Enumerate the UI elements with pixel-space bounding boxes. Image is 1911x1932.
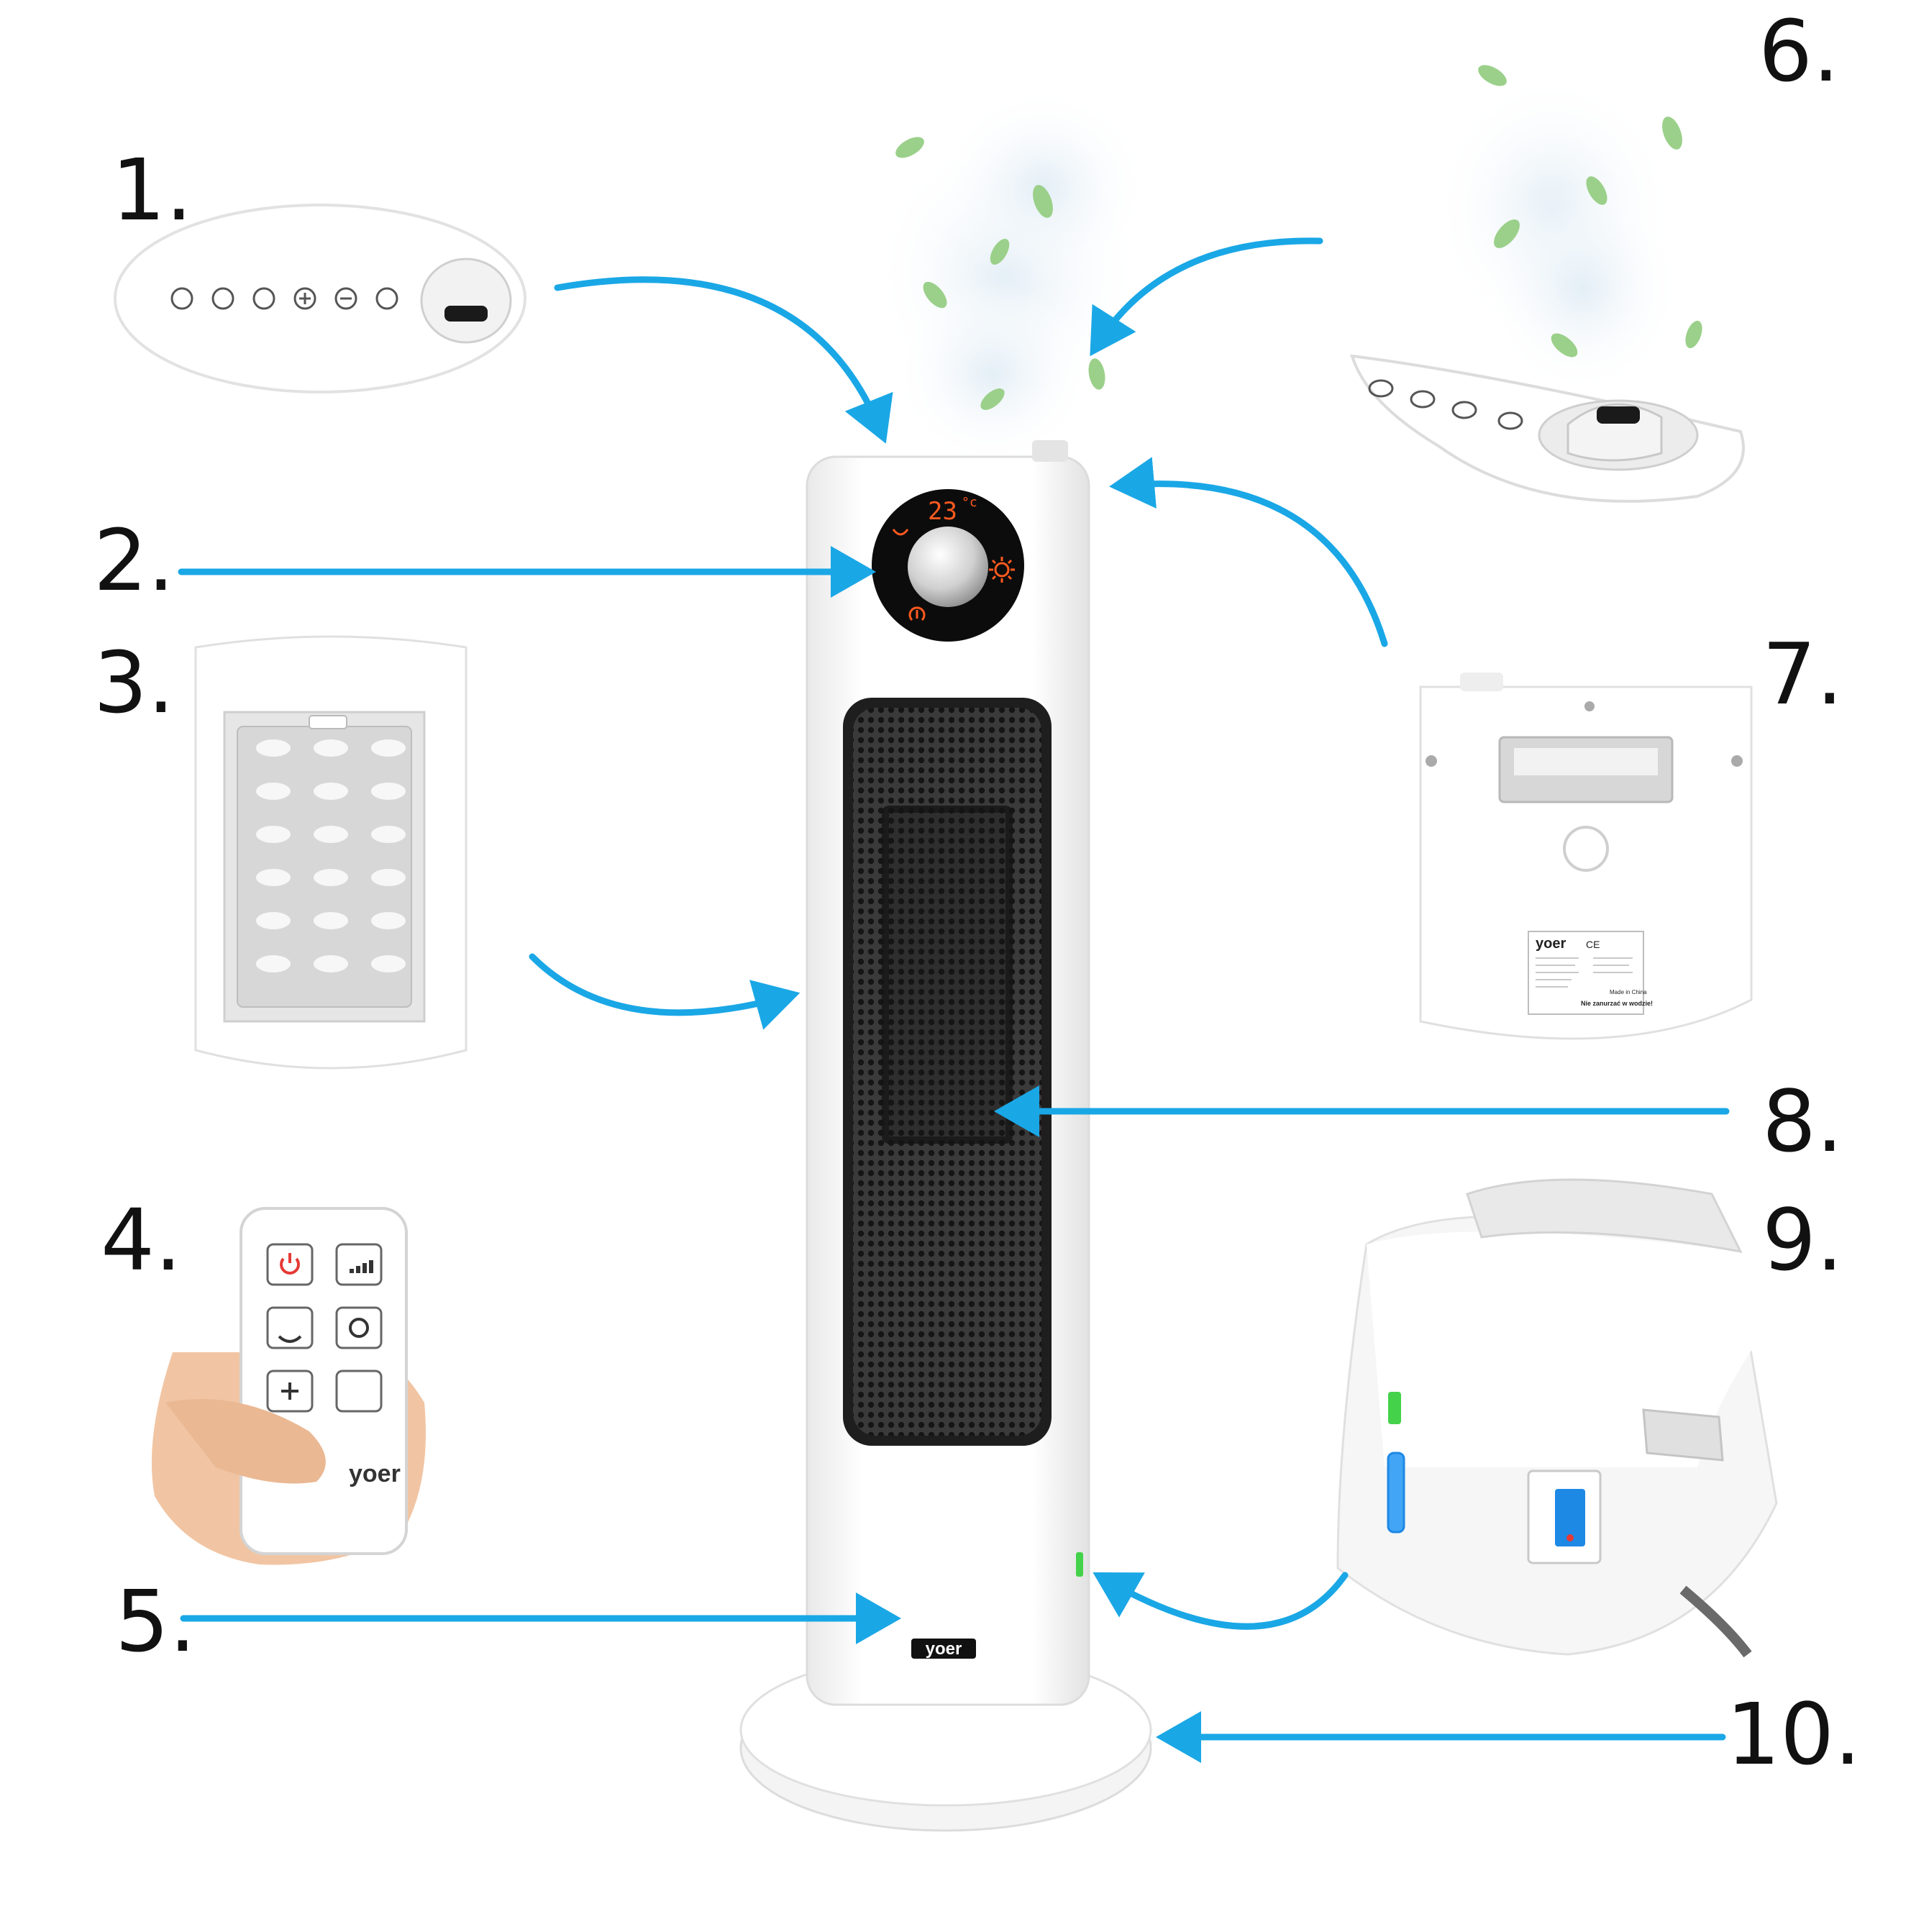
callout-9: 9. xyxy=(1762,1190,1843,1290)
remote-power-button[interactable] xyxy=(266,1243,314,1286)
leaf-icon xyxy=(895,137,1105,410)
arrow-3 xyxy=(529,953,801,1030)
power-icon xyxy=(908,606,926,621)
temperature-unit: °c xyxy=(962,495,977,510)
plus-icon xyxy=(281,1382,298,1400)
power-icon xyxy=(170,287,193,310)
brand-logo-text: yoer xyxy=(926,1639,962,1659)
remote-brand-text: yoer xyxy=(349,1460,401,1487)
rating-plate-origin: Made in China xyxy=(1610,989,1647,995)
heating-grille xyxy=(843,698,1052,1446)
inset-humidifier-top xyxy=(1350,65,1745,503)
minus-icon xyxy=(334,287,357,310)
oscillation-icon xyxy=(278,1335,302,1343)
remote-minus-button[interactable] xyxy=(335,1370,383,1413)
remote-settings-button[interactable] xyxy=(335,1306,383,1349)
oscillation-icon xyxy=(892,529,909,536)
callout-8: 8. xyxy=(1762,1072,1843,1171)
power-switch[interactable] xyxy=(1527,1469,1602,1564)
arrow-6 xyxy=(1090,237,1323,357)
indicator-light xyxy=(1388,1392,1401,1424)
rating-plate: yoer CE Made in China Nie zanurzać w wod… xyxy=(1528,931,1653,1015)
oscillation-icon xyxy=(375,287,398,310)
rating-plate-warning: Nie zanurzać w wodzie! xyxy=(1581,1000,1653,1007)
callout-3: 3. xyxy=(94,633,175,732)
inset-side-switches xyxy=(1336,1178,1778,1658)
plus-icon xyxy=(293,287,316,310)
callout-7: 7. xyxy=(1762,624,1843,724)
gear-icon xyxy=(252,287,275,310)
brand-badge: yoer xyxy=(911,1639,976,1659)
control-panel: 23 °c xyxy=(872,489,1024,642)
temperature-readout: 23 xyxy=(928,497,957,526)
tower-heater: 23 °c yoer xyxy=(739,86,1152,1832)
inset-rear-top: yoer CE Made in China Nie zanurzać w wod… xyxy=(1419,673,1753,1040)
inset-remote-control: yoer xyxy=(151,1207,426,1565)
sun-icon xyxy=(989,557,1015,583)
callout-10: 10. xyxy=(1726,1685,1861,1784)
mist-plume xyxy=(870,86,1151,468)
rating-plate-cert: CE xyxy=(1586,939,1600,950)
power-icon xyxy=(280,1253,300,1275)
callout-2: 2. xyxy=(94,511,175,610)
leaf-icon xyxy=(1478,65,1702,357)
callout-4: 4. xyxy=(101,1190,182,1290)
fan-speed-icon xyxy=(211,287,234,310)
gear-icon xyxy=(349,1318,369,1338)
callout-6: 6. xyxy=(1759,1,1840,101)
side-indicator xyxy=(1076,1552,1083,1577)
callout-numbers: 1. 2. 3. 4. 5. 6. 7. 8. 9. 10. xyxy=(94,1,1861,1784)
arrow-7 xyxy=(1109,457,1388,647)
arrow-1 xyxy=(554,276,893,444)
inset-top-controls xyxy=(114,204,526,393)
callout-arrows xyxy=(178,237,1730,1763)
fan-speed-icon xyxy=(350,1260,373,1273)
rating-plate-brand: yoer xyxy=(1536,936,1566,952)
remote-speed-button[interactable] xyxy=(335,1243,383,1286)
callout-1: 1. xyxy=(111,140,193,240)
arrow-9 xyxy=(1093,1572,1349,1630)
temperature-dial[interactable] xyxy=(1387,1452,1405,1534)
inset-rear-filter xyxy=(194,635,468,1070)
control-knob[interactable] xyxy=(908,527,988,607)
